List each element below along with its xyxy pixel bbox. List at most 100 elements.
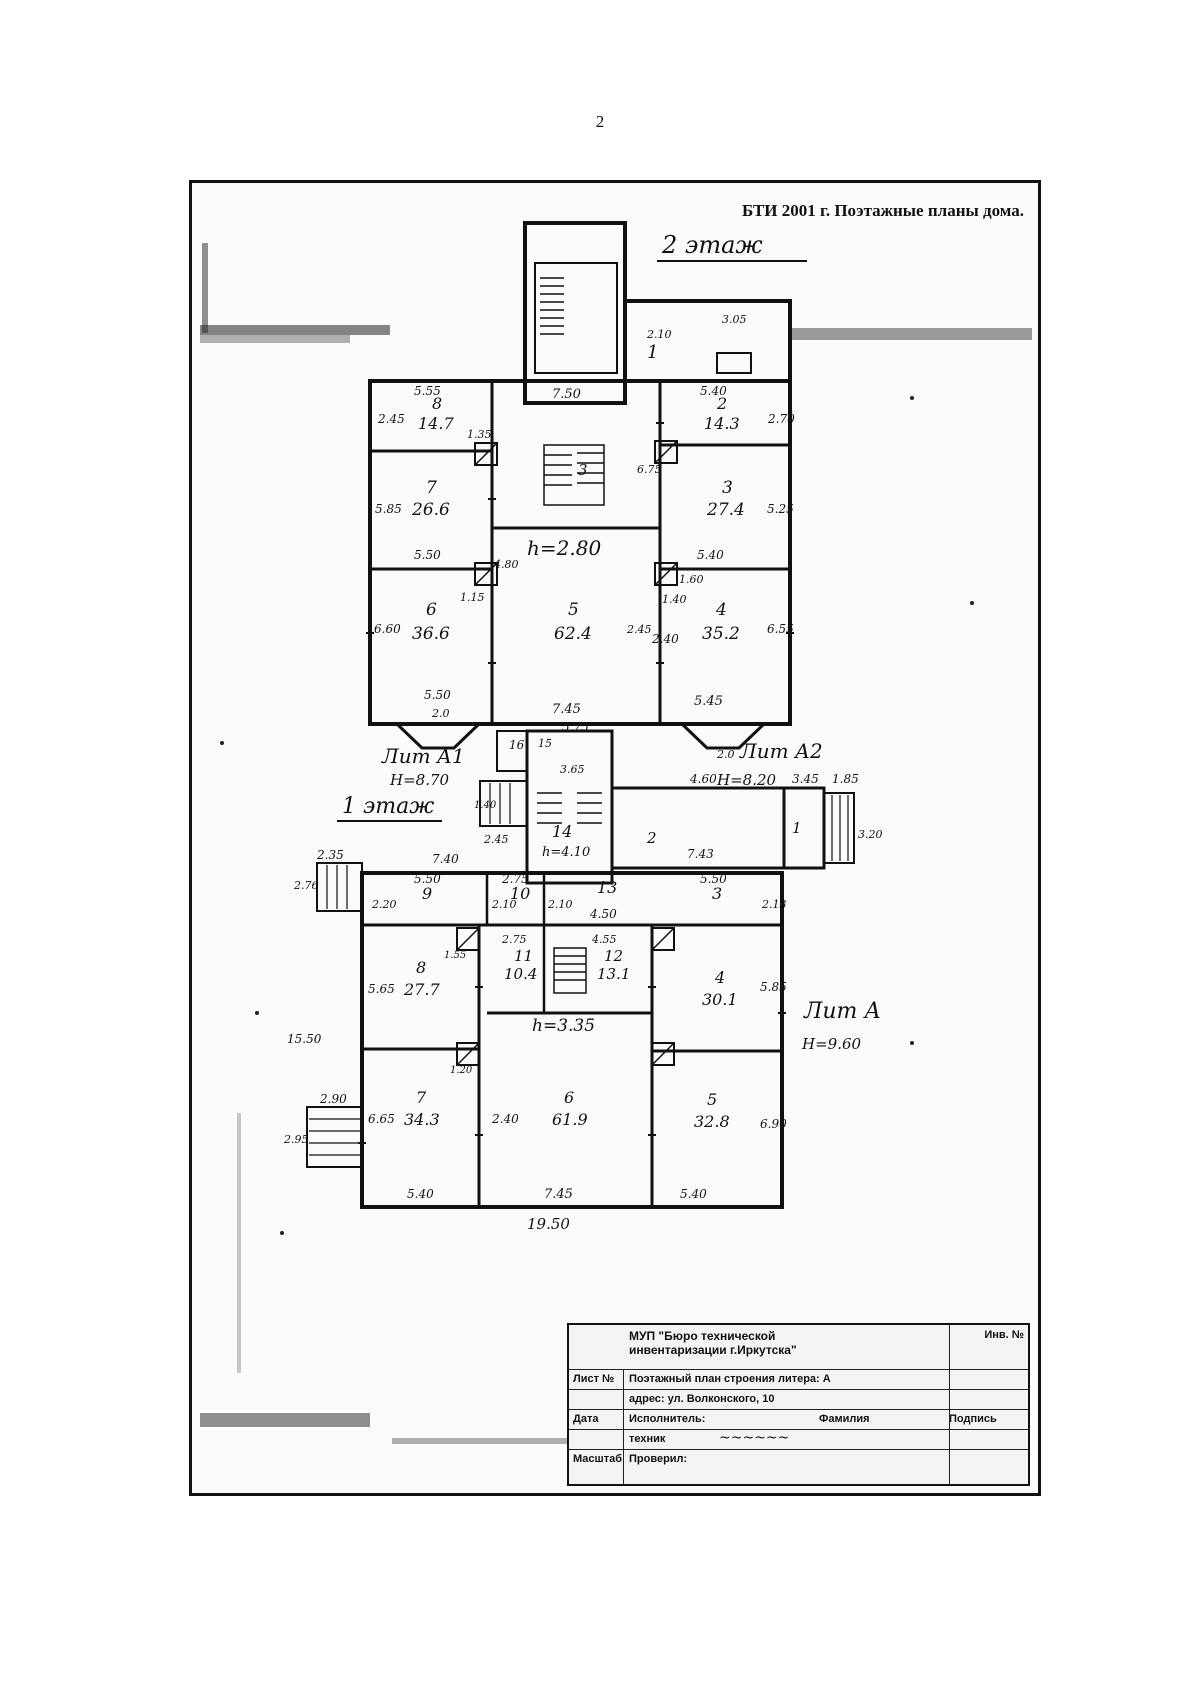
dimension-label: 5.40 [407,1187,434,1201]
floor1-room-area: 34.3 [404,1110,440,1129]
title-block-org: МУП "Бюро технической инвентаризации г.И… [629,1329,797,1357]
dimension-label: 5.75 [562,720,589,734]
floor2-stair-num: 3 [578,461,588,479]
connector-plan [479,729,855,885]
dimension-label: 6.75 [637,463,662,476]
floor1-porch-bottom [306,1106,363,1168]
dimension-label: 5.50 [414,548,441,562]
floor2-room-area: 36.6 [412,624,450,644]
floor1-room-num: 4 [714,968,725,987]
floor-plans-drawing: 2 этаж 1 h=2.80 3 8 14.7 2 14.3 7 26.6 3… [200,221,1032,1444]
dimension-label: 5.25 [767,502,794,516]
floor1-door-marks [358,986,786,1144]
dimension-label: 7.45 [552,702,581,717]
floor2-room-area: 62.4 [554,624,592,644]
floor2-bay-right [680,722,766,750]
dimension-label: 5.40 [697,548,724,562]
dimension-label: 2.10 [491,898,517,911]
floor1-porch-left [316,862,363,912]
floor2-room-area: 27.4 [706,500,745,520]
connector-room1 [782,786,826,870]
floor1-room-num: 12 [604,947,623,965]
dimension-label: 1.60 [679,573,704,586]
liter-height: H=8.70 [389,771,450,789]
dimension-label: 5.85 [760,980,787,994]
floor1-room-area: 27.7 [403,980,440,999]
floor1-room-area: 13.1 [597,965,630,983]
floor2-room-num: 5 [568,600,579,620]
dimension-label: 7.45 [544,1187,573,1202]
floor1-outer-wall [360,871,784,1209]
floor2-room-num: 3 [722,478,733,498]
dimension-label: 1.20 [450,1065,473,1076]
title-block-plan-text: Поэтажный план строения литера: А [629,1373,831,1385]
floor1-room-area: 32.8 [694,1112,730,1131]
floor1-stove [651,927,675,951]
dimension-label: 3.20 [858,828,883,841]
dimension-label: 4.50 [589,907,617,921]
floor1-room-area: 10.4 [504,965,537,983]
dimension-label: 2.13 [761,898,787,911]
title-block-address: адрес: ул. Волконского, 10 [629,1393,775,1405]
title-block-surname-label: Фамилия [819,1413,870,1425]
dimension-label: 1.15 [460,591,485,604]
floor1-room-num: 15 [538,737,552,750]
dimension-label: 2.0 [431,707,450,720]
dimension-label: 2.90 [319,1092,347,1106]
dimension-label: 3.05 [722,313,747,326]
connector-stair-treads [537,792,602,824]
floor2-door-marks [366,422,794,664]
floor2-stove [474,562,498,586]
title-block-row: техник ~~~~~~ [569,1429,1028,1450]
floor1-room-num: 3 [712,884,722,903]
floor2-room-num: 6 [426,600,437,620]
dimension-label: 2.20 [371,898,397,911]
dimension-label: 6.60 [374,622,401,636]
dimension-label: 2.75 [501,872,529,886]
floor1-room-num: 11 [514,947,533,965]
floor2-room-area: 14.7 [418,414,454,433]
floor-plan-sheet: БТИ 2001 г. Поэтажные планы дома. [189,180,1041,1496]
dimension-label: 15.50 [287,1032,322,1046]
title-block-org-line1: МУП "Бюро технической [629,1329,776,1343]
floor2-stair-treads [540,277,564,335]
plan-labels: 2 этаж 1 h=2.80 3 8 14.7 2 14.3 7 26.6 3… [283,231,883,1233]
floor2-room-num: 8 [432,394,442,413]
dimension-label: 2.95 [283,1133,309,1146]
floor1-room-num: 16 [509,738,525,752]
dimension-label: 4.55 [591,933,617,946]
dimension-label: 2.45 [626,623,652,636]
dimension-label: 4.60 [689,772,717,786]
dimension-label: 5.50 [414,872,441,886]
floor1-room-num: 5 [707,1090,717,1109]
dimension-label: 2.10 [646,328,672,341]
dimension-label: 5.50 [424,688,451,702]
dimension-label: 6.55 [767,622,794,636]
floor1-room-num: 7 [416,1088,427,1107]
dimension-label: 7.43 [687,847,714,861]
header-caption: БТИ 2001 г. Поэтажные планы дома. [741,201,1024,220]
title-block-row: Лист № Поэтажный план строения литера: А [569,1369,1028,1390]
floor1-stove [456,1042,480,1066]
title-block-sheet-label: Лист № [573,1373,615,1385]
floor2-stove [654,440,678,464]
page-number: 2 [595,112,605,131]
floor2-room-num: 4 [715,600,727,620]
floor1-height: h=3.35 [532,1016,595,1036]
dimension-label: 6.65 [368,1112,395,1126]
floor1-room-num: 2 [646,829,657,847]
dimension-label: 19.50 [527,1215,570,1233]
floor1-room-area: 61.9 [552,1110,588,1129]
connector-porch-left [479,780,528,827]
floor2-room-area: 35.2 [702,624,740,644]
floor2-plan [366,221,794,750]
dimension-label: 2.75 [501,933,527,946]
floor1-stair [553,947,587,994]
dimension-label: 1.40 [662,593,687,606]
dimension-label: 1.85 [832,772,859,786]
floor2-room-area: 26.6 [411,500,450,520]
floor1-room-num: 10 [510,884,530,903]
floor1-height-small: h=4.10 [542,845,590,860]
floor1-room-num: 14 [552,822,572,841]
floor2-height: h=2.80 [527,536,601,560]
